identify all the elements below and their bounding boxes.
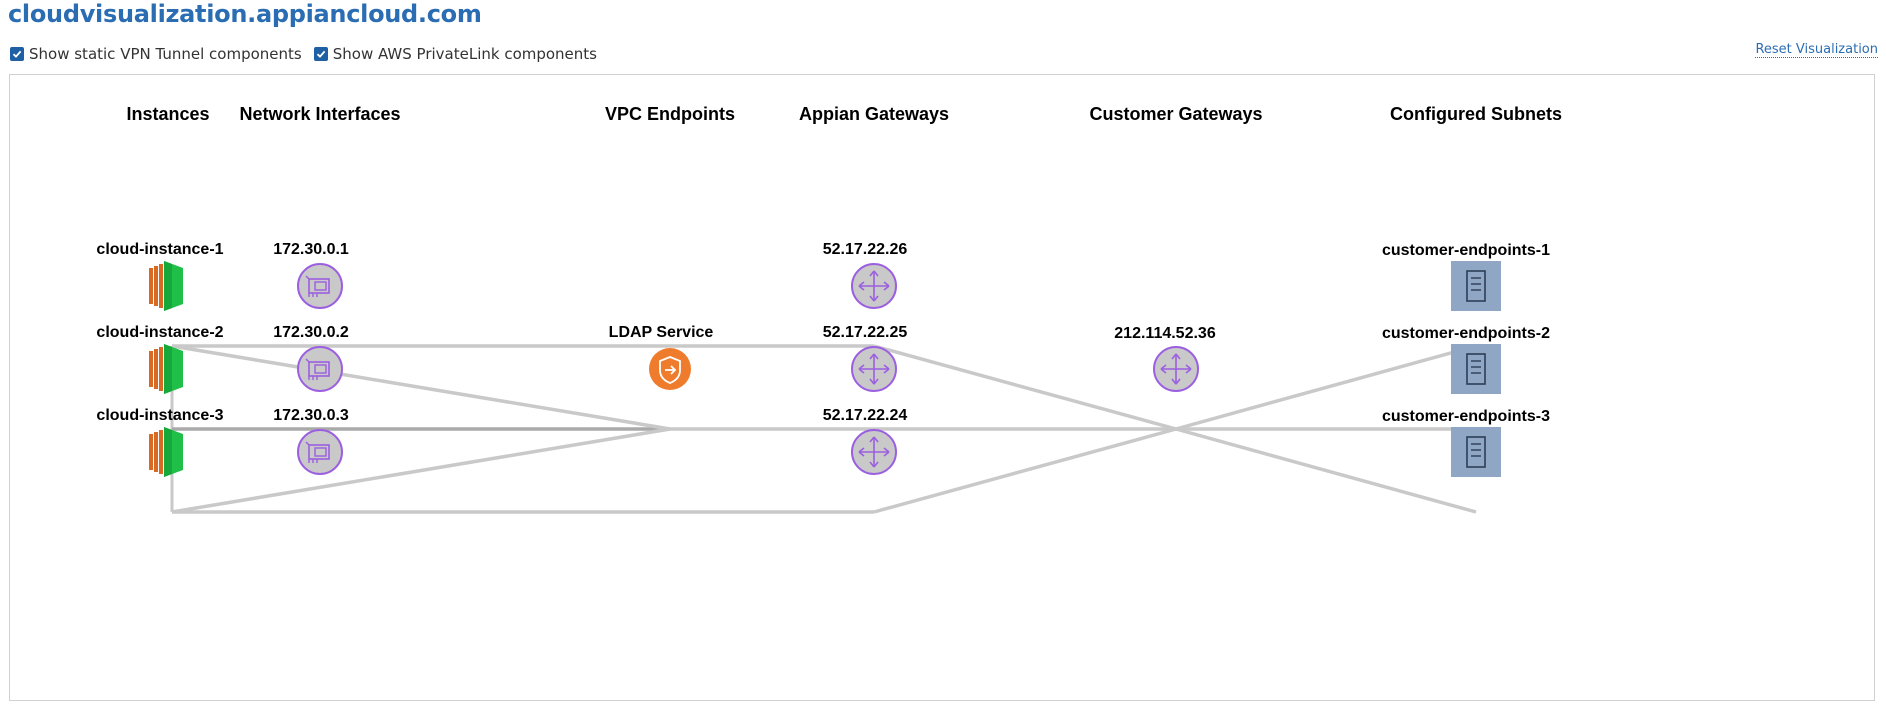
reset-visualization-link[interactable]: Reset Visualization: [1755, 42, 1878, 58]
subnet-label: customer-endpoints-2: [1382, 325, 1550, 342]
appian-gateway-node[interactable]: 52.17.22.26: [823, 241, 908, 309]
column-header-customer-gateways: Customer Gateways: [1089, 104, 1262, 124]
vpc-endpoint-shield-icon[interactable]: [649, 348, 691, 390]
network-interface-node[interactable]: 172.30.0.3: [273, 407, 349, 475]
subnet-server-icon[interactable]: [1450, 260, 1502, 312]
subnet-label: customer-endpoints-1: [1382, 242, 1550, 259]
edge-line: [873, 427, 1177, 514]
subnet-node[interactable]: customer-endpoints-3: [1382, 408, 1550, 478]
gateway-router-icon[interactable]: [851, 346, 897, 392]
subnet-node[interactable]: customer-endpoints-1: [1382, 242, 1550, 312]
gateway-router-icon[interactable]: [1153, 346, 1199, 392]
ec2-instance-icon[interactable]: [149, 344, 183, 394]
display-options: Show static VPN Tunnel components Show A…: [10, 45, 609, 63]
ec2-instance-icon[interactable]: [149, 427, 183, 477]
instance-node[interactable]: cloud-instance-2: [96, 324, 224, 394]
edge-line: [873, 344, 1177, 431]
page-title: cloudvisualization.appiancloud.com: [8, 0, 482, 28]
gateway-router-icon[interactable]: [851, 429, 897, 475]
instance-label: cloud-instance-3: [96, 407, 223, 424]
vpc-endpoint-node[interactable]: LDAP Service: [609, 324, 714, 390]
vpc-endpoint-label: LDAP Service: [609, 324, 714, 341]
network-interface-icon[interactable]: [297, 346, 343, 392]
appian-gateway-label: 52.17.22.24: [823, 407, 908, 424]
privatelink-checkbox[interactable]: [313, 47, 328, 61]
customer-gateway-node[interactable]: 212.114.52.36: [1114, 325, 1216, 392]
edge-line: [171, 344, 671, 431]
network-interface-node[interactable]: 172.30.0.2: [273, 324, 349, 392]
appian-gateway-label: 52.17.22.25: [823, 324, 908, 341]
edge-line: [1175, 344, 1477, 431]
subnet-node[interactable]: customer-endpoints-2: [1382, 325, 1550, 395]
instance-label: cloud-instance-2: [96, 324, 223, 341]
appian-gateway-node[interactable]: 52.17.22.24: [823, 407, 908, 475]
privatelink-toggle[interactable]: Show AWS PrivateLink components: [313, 45, 597, 63]
checkmark-icon: [12, 50, 22, 58]
connection-lines: [170, 344, 1477, 514]
network-interface-node[interactable]: 172.30.0.1: [273, 241, 349, 309]
column-headers: Instances Network Interfaces VPC Endpoin…: [126, 104, 1562, 124]
appian-gateway-node[interactable]: 52.17.22.25: [823, 324, 908, 392]
network-interface-icon[interactable]: [297, 429, 343, 475]
subnet-label: customer-endpoints-3: [1382, 408, 1550, 425]
edge-line: [1175, 427, 1477, 514]
vpn-tunnel-toggle[interactable]: Show static VPN Tunnel components: [10, 45, 302, 63]
network-interface-icon[interactable]: [297, 263, 343, 309]
network-graph[interactable]: Instances Network Interfaces VPC Endpoin…: [10, 75, 1876, 702]
instance-node[interactable]: cloud-instance-3: [96, 407, 224, 477]
vpn-tunnel-checkbox[interactable]: [10, 47, 24, 61]
network-interface-label: 172.30.0.1: [273, 241, 349, 258]
customer-gateway-label: 212.114.52.36: [1114, 325, 1216, 342]
vpn-tunnel-label: Show static VPN Tunnel components: [29, 45, 302, 63]
instance-label: cloud-instance-1: [96, 241, 223, 258]
edge-line: [171, 427, 671, 514]
network-interface-label: 172.30.0.3: [273, 407, 349, 424]
network-interface-label: 172.30.0.2: [273, 324, 349, 341]
privatelink-label: Show AWS PrivateLink components: [332, 45, 597, 63]
ec2-instance-icon[interactable]: [149, 261, 183, 311]
checkmark-icon: [316, 50, 326, 58]
column-header-appian-gateways: Appian Gateways: [799, 104, 949, 124]
column-header-network-interfaces: Network Interfaces: [239, 104, 400, 124]
subnet-server-icon[interactable]: [1450, 343, 1502, 395]
column-header-configured-subnets: Configured Subnets: [1390, 104, 1562, 124]
instance-node[interactable]: cloud-instance-1: [96, 241, 224, 311]
subnet-server-icon[interactable]: [1450, 426, 1502, 478]
network-visualization-canvas[interactable]: Instances Network Interfaces VPC Endpoin…: [9, 74, 1875, 701]
appian-gateway-label: 52.17.22.26: [823, 241, 908, 258]
gateway-router-icon[interactable]: [851, 263, 897, 309]
column-header-instances: Instances: [126, 104, 209, 124]
column-header-vpc-endpoints: VPC Endpoints: [605, 104, 735, 124]
